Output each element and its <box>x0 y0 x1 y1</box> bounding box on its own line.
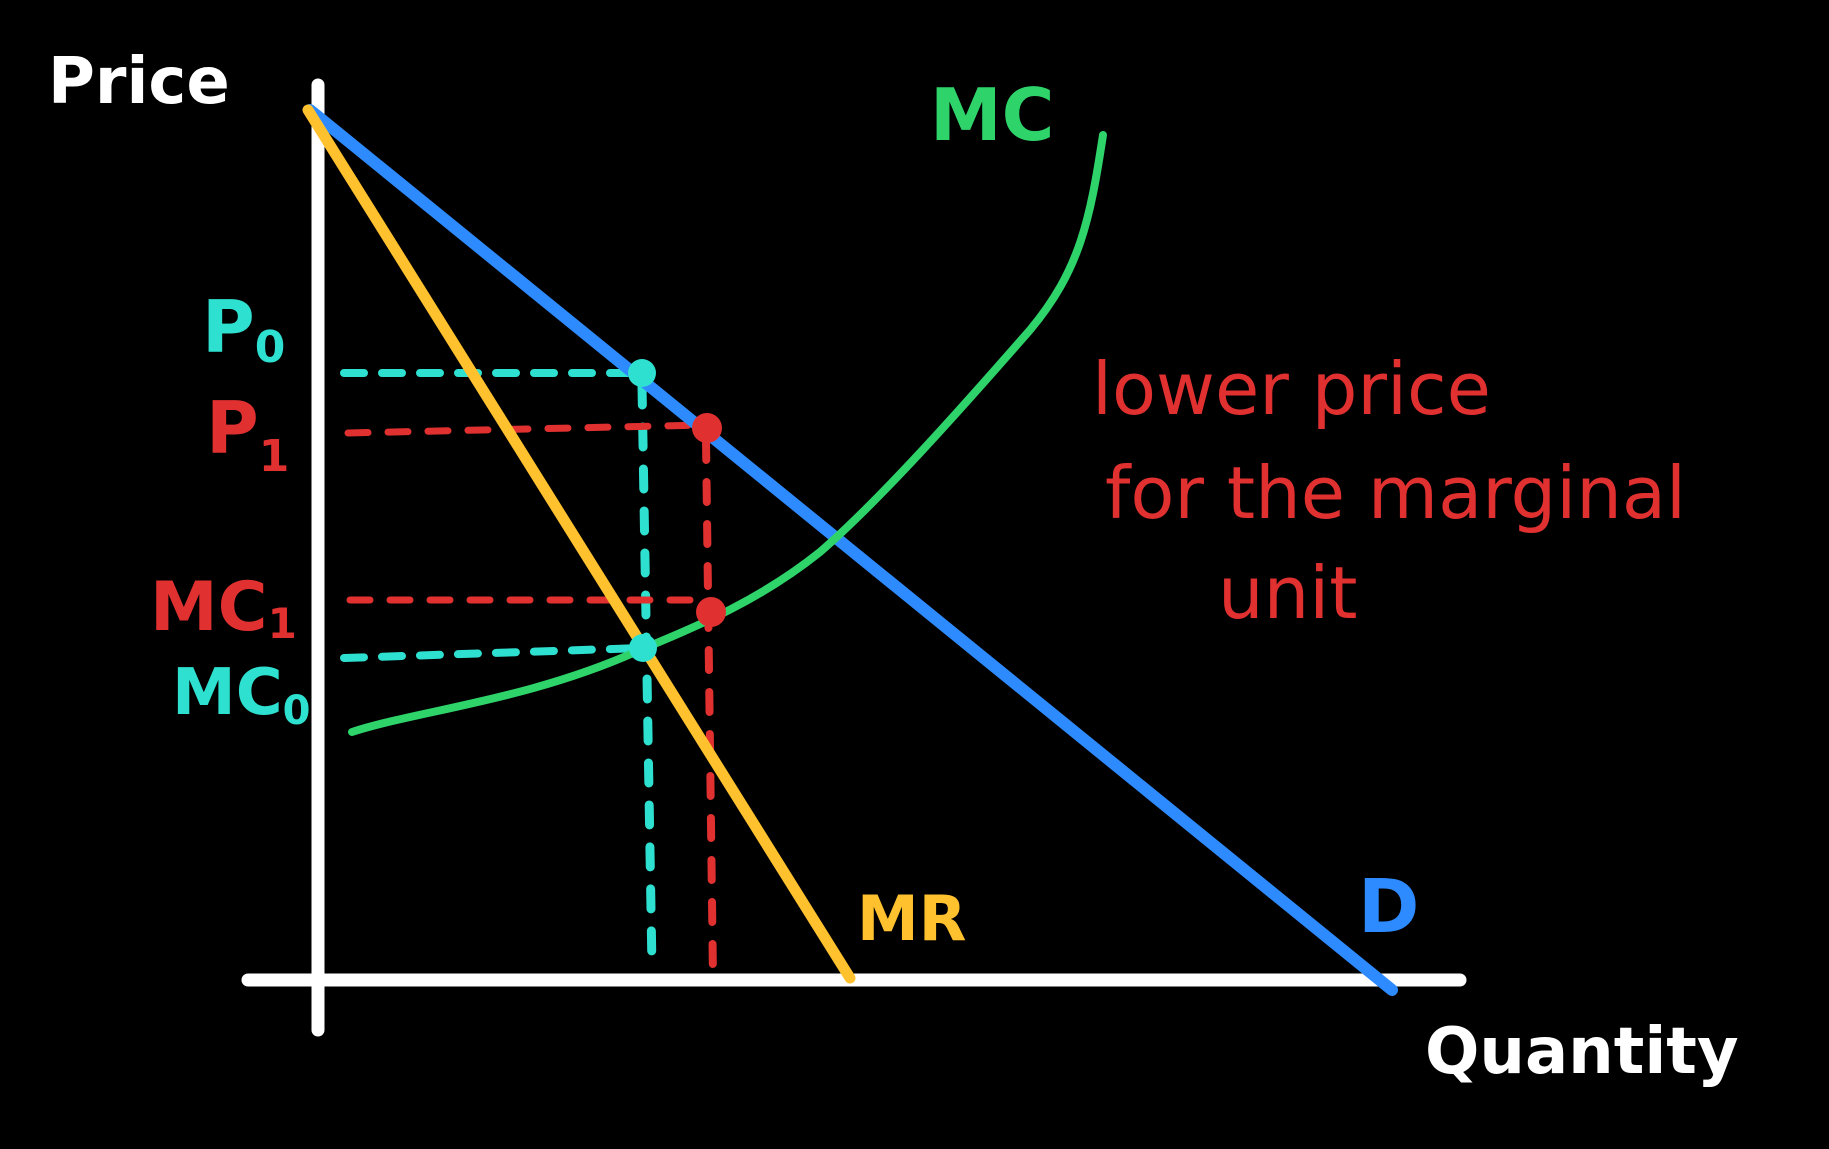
p0-demand-point <box>628 359 656 387</box>
p0-label: P0 <box>202 285 285 373</box>
marginal-revenue-label: MR <box>857 882 966 955</box>
q1-guide-line <box>702 436 717 982</box>
marginal-revenue-curve <box>302 104 856 984</box>
marginal-cost-label: MC <box>930 73 1055 157</box>
p1-demand-point <box>692 413 722 443</box>
x-axis-label: Quantity <box>1425 1015 1739 1089</box>
annotation-line-1: lower price <box>1092 347 1491 431</box>
q0-guide-line <box>637 380 657 973</box>
p1-label: P1 <box>206 386 289 482</box>
demand-curve <box>304 104 1398 996</box>
y-axis-label: Price <box>48 45 230 119</box>
annotation-line-2: for the marginal <box>1105 451 1686 535</box>
mc1-point <box>696 597 726 627</box>
annotation-line-3: unit <box>1218 551 1358 635</box>
demand-label: D <box>1358 864 1419 950</box>
mc0-intersection-point <box>629 634 657 662</box>
mc0-guide-line <box>340 644 646 662</box>
marginal-cost-curve <box>348 131 1107 736</box>
mc1-label: MC1 <box>150 568 297 648</box>
p1-guide-line <box>344 421 709 437</box>
mc0-label: MC0 <box>172 656 311 734</box>
